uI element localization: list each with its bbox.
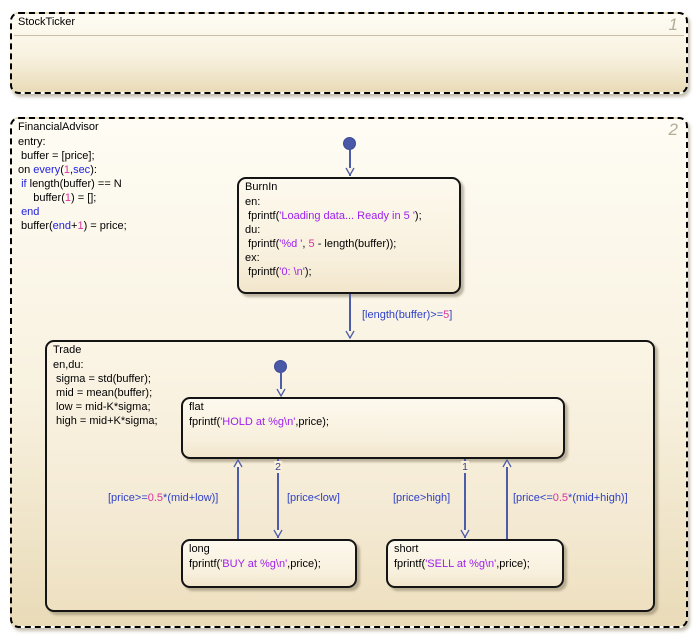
default-transition-node[interactable] xyxy=(343,137,356,150)
state-code-burnin: en: fprintf('Loading data... Ready in 5 … xyxy=(245,196,422,278)
default-transition-line[interactable] xyxy=(349,150,351,176)
transition-priority-2: 2 xyxy=(274,461,282,473)
transition-label-long-flat[interactable]: [price>=0.5*(mid+low)] xyxy=(108,492,219,504)
transition-line-flat-short[interactable] xyxy=(464,459,466,538)
default-transition-line[interactable] xyxy=(280,373,282,395)
state-title-burnin: BurnIn xyxy=(245,181,278,193)
default-transition-node[interactable] xyxy=(274,360,287,373)
transition-priority-1: 1 xyxy=(461,461,469,473)
state-stockticker[interactable]: StockTicker 1 xyxy=(10,12,688,94)
state-short[interactable]: short fprintf('SELL at %g\n',price); xyxy=(386,539,564,588)
transition-label-flat-long[interactable]: [price<low] xyxy=(287,492,340,504)
state-title-short: short xyxy=(394,543,419,555)
transition-line-short-flat[interactable] xyxy=(506,461,508,539)
transition-label-short-flat[interactable]: [price<=0.5*(mid+high)] xyxy=(513,492,628,504)
transition-line-burnin-trade[interactable] xyxy=(349,294,351,338)
arrowhead-down-icon xyxy=(460,529,470,538)
transition-line-flat-long[interactable] xyxy=(277,459,279,538)
arrowhead-down-icon xyxy=(276,388,286,397)
state-code-short: fprintf('SELL at %g\n',price); xyxy=(394,558,530,570)
arrowhead-up-icon xyxy=(502,459,512,468)
state-long[interactable]: long fprintf('BUY at %g\n',price); xyxy=(181,539,357,588)
state-title-stockticker: StockTicker xyxy=(18,16,76,28)
parallel-order-badge-1: 1 xyxy=(668,15,678,34)
transition-label-burnin-trade[interactable]: [length(buffer)>=5] xyxy=(362,309,453,321)
state-title-flat: flat xyxy=(189,401,204,413)
transition-label-flat-short[interactable]: [price>high] xyxy=(393,492,451,504)
state-flat[interactable]: flat fprintf('HOLD at %g\n',price); xyxy=(181,397,565,459)
arrowhead-down-icon xyxy=(345,330,355,339)
state-burnin[interactable]: BurnIn en: fprintf('Loading data... Read… xyxy=(237,177,461,294)
parallel-order-badge-2: 2 xyxy=(668,120,678,139)
arrowhead-down-icon xyxy=(345,167,355,176)
state-title-trade: Trade xyxy=(53,344,82,356)
state-title-financialadvisor: FinancialAdvisor xyxy=(18,121,99,133)
arrowhead-down-icon xyxy=(273,529,283,538)
state-code-financialadvisor: entry: buffer = [price];on every(1,sec):… xyxy=(18,136,127,232)
transition-line-long-flat[interactable] xyxy=(237,461,239,539)
state-title-long: long xyxy=(189,543,210,555)
title-separator xyxy=(14,35,684,36)
state-code-trade: en,du: sigma = std(buffer); mid = mean(b… xyxy=(53,359,158,427)
state-code-flat: fprintf('HOLD at %g\n',price); xyxy=(189,416,329,428)
state-code-long: fprintf('BUY at %g\n',price); xyxy=(189,558,321,570)
arrowhead-up-icon xyxy=(233,459,243,468)
